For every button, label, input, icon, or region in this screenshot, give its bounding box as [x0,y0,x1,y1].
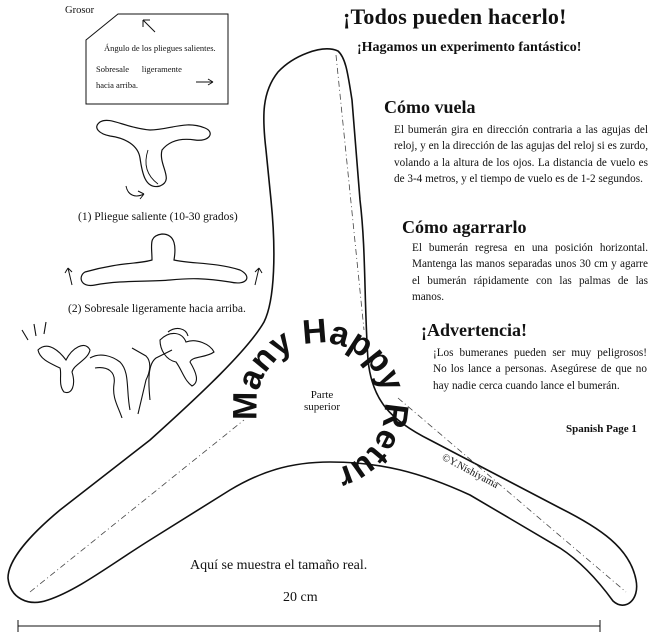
arrow-up-left-icon [142,19,156,33]
top-side-label: Parte superior [300,389,344,413]
inset-upward-text-2: hacia arriba. [96,80,138,90]
body-how-to-catch: El bumerán regresa en una posición horiz… [412,242,648,303]
step1-caption: (1) Pliegue saliente (10-30 grados) [78,211,238,223]
fold-line-top [335,54,365,331]
heading-how-it-flies: Cómo vuela [384,97,476,117]
heading-warning: ¡Advertencia! [421,320,527,340]
fold-illustration-2 [80,233,248,287]
inset-fold-angle-text: Ángulo de los pliegues salientes. [104,43,216,53]
fold-illustration-1 [96,119,211,188]
top-side-label-line1: Parte [310,389,334,401]
thickness-label: Grosor [65,5,95,16]
scale-label: 20 cm [283,590,318,605]
real-size-note: Aquí se muestra el tamaño real. [190,558,368,573]
page-title: ¡Todos pueden hacerlo! [343,4,567,29]
boomerang-outline [7,48,638,606]
arrow-up-left-icon-2 [64,267,73,286]
brand-text: Many Happy Returns [0,0,415,497]
scale-bar [17,620,601,632]
body-warning: ¡Los bumeranes pueden ser muy peligrosos… [433,347,647,392]
curved-arrow-icon [125,185,145,200]
body-how-it-flies: El bumerán gira en dirección contraria a… [394,124,648,185]
inset-upward-text: Sobresale ligeramente [96,64,182,74]
thickness-inset-box [85,13,229,105]
hand-grip-illustration [21,321,215,419]
arrow-right-icon [196,78,214,86]
heading-how-to-catch: Cómo agarrarlo [402,217,527,237]
page-subtitle: ¡Hagamos un experimento fantástico! [357,40,582,55]
page-number-label: Spanish Page 1 [566,423,637,435]
step2-caption: (2) Sobresale ligeramente hacia arriba. [68,303,246,315]
brand-curved-text: Many Happy Returns [0,0,415,497]
top-side-label-line2: superior [303,401,341,413]
arrow-up-right-icon [254,267,263,286]
fold-line-right [397,397,627,593]
